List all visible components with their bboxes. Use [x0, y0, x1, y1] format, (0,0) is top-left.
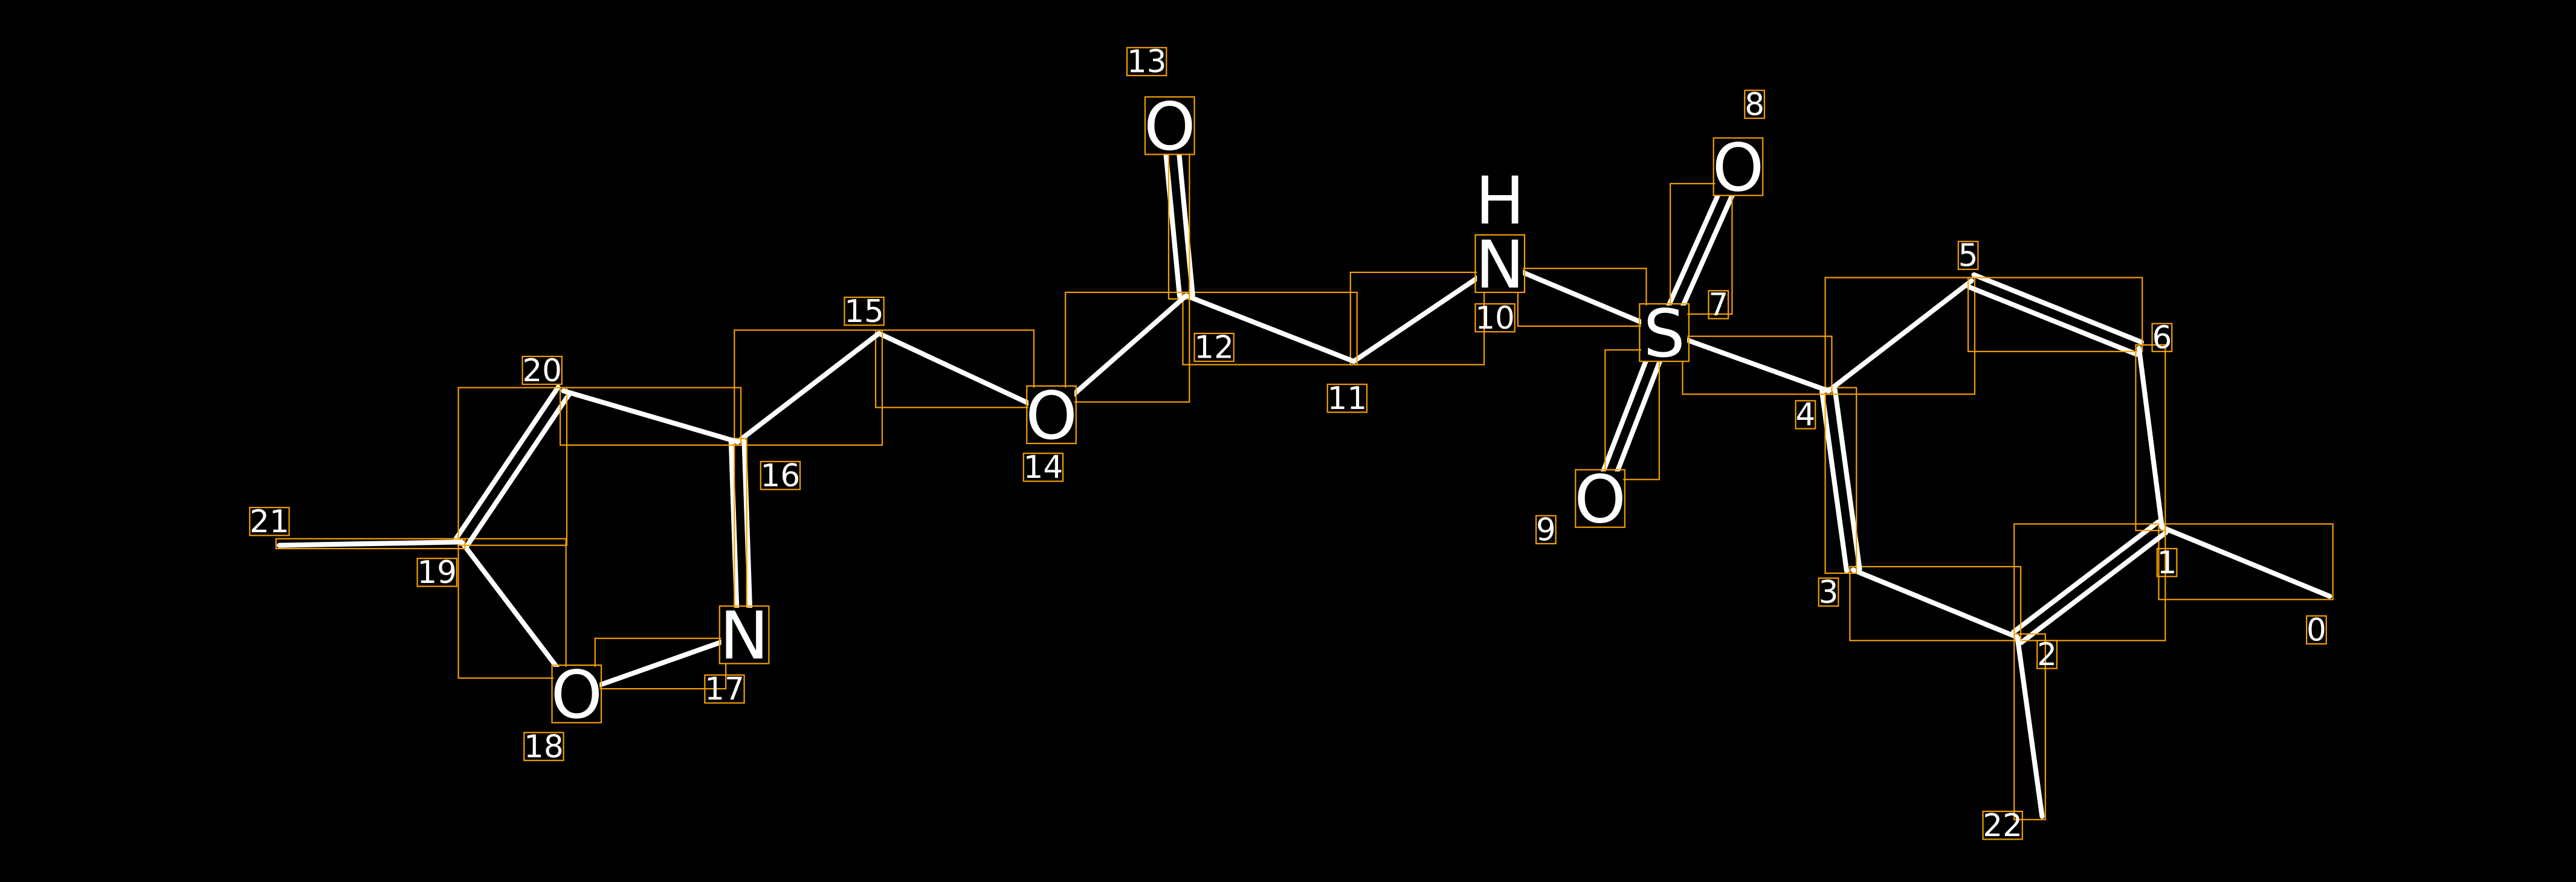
atom-index-label: 1	[2157, 545, 2177, 581]
atom-3: 3	[1818, 575, 1839, 611]
bond-box	[1349, 271, 1485, 365]
bond-box	[457, 538, 567, 679]
atom-index-label: 20	[522, 353, 562, 389]
atom-symbol: O	[1144, 88, 1196, 165]
atom-symbol: O	[1712, 129, 1764, 206]
atom-symbol: O	[1574, 462, 1626, 538]
bond-box	[1967, 277, 2143, 352]
atom-8: O8	[1712, 86, 1766, 206]
atom-13: O 13	[1126, 44, 1196, 165]
atom-1: 1	[2156, 545, 2178, 581]
atom-4: 4	[1795, 397, 1816, 433]
atom-19: 19	[416, 555, 457, 591]
atom-index-label: 22	[1983, 808, 2022, 844]
atom-symbol: S	[1644, 295, 1685, 372]
bond-7-8	[1665, 181, 1737, 316]
bond-4-7	[1682, 335, 1833, 395]
atom-index-label: 12	[1194, 330, 1234, 366]
atom-index-label: 6	[2152, 320, 2172, 356]
atom-21: 21	[249, 504, 290, 540]
atom-0: 0	[2306, 612, 2327, 648]
atom-hydrogen: H	[1475, 163, 1525, 239]
atom-symbol: O	[550, 657, 602, 733]
atom-index-label: 3	[1819, 575, 1839, 611]
atom-index-label: 18	[524, 729, 564, 765]
bonds-layer	[275, 144, 2334, 820]
bond-box	[2135, 344, 2166, 532]
bond-4-5	[1824, 277, 1976, 395]
atom-5: 5	[1957, 237, 1979, 274]
atom-15: 15	[844, 294, 885, 330]
bond-box	[1517, 268, 1647, 327]
atom-index-label: 5	[1958, 237, 1978, 274]
atom-17: N17	[704, 597, 770, 707]
atom-index-label: 15	[844, 294, 884, 330]
atom-index-label: 4	[1795, 397, 1815, 433]
bond-12-14	[1065, 291, 1190, 403]
atom-symbol: N	[1476, 227, 1525, 303]
bond-box	[1682, 335, 1833, 395]
atom-index-label: 13	[1127, 44, 1167, 80]
atom-index-label: 16	[761, 458, 801, 494]
atom-index-label: 17	[705, 671, 744, 707]
bond-box	[1065, 291, 1190, 403]
bond-0-1	[2158, 523, 2334, 600]
bond-box	[1824, 387, 1858, 574]
bond-box	[2158, 523, 2334, 600]
bond-3-4	[1819, 387, 1862, 574]
atom-index-label: 19	[417, 555, 457, 591]
bond-15-16	[734, 329, 883, 446]
atom-10: NH 10	[1474, 163, 1526, 336]
atom-index-label: 7	[1708, 287, 1728, 323]
bond-box	[457, 387, 568, 546]
bond-14-15	[875, 329, 1035, 408]
atom-11: 11	[1326, 381, 1368, 417]
bond-box	[2013, 523, 2166, 642]
bond-7-10	[1517, 268, 1647, 327]
bond-box	[1182, 291, 1358, 365]
atom-16: 16	[760, 458, 801, 494]
atom-18: O18	[523, 657, 602, 765]
atom-index-label: 9	[1536, 512, 1556, 548]
bond-19-21	[275, 538, 466, 550]
atom-index-label: 8	[1745, 86, 1764, 123]
atom-symbol: N	[720, 597, 769, 674]
bond-box	[1849, 565, 2022, 642]
bond-18-19	[457, 538, 567, 679]
atom-index-label: 11	[1328, 381, 1367, 417]
atom-22: 22	[1982, 808, 2023, 844]
bond-box	[875, 329, 1035, 408]
atom-9: O9	[1535, 462, 1626, 548]
bond-box	[560, 387, 742, 446]
bond-box	[1604, 349, 1660, 480]
atom-20: 20	[521, 353, 563, 389]
atom-symbol: O	[1025, 378, 1077, 454]
bond-box	[2013, 633, 2046, 820]
bond-12-13	[1163, 144, 1195, 300]
bond-box	[1670, 182, 1733, 315]
atom-2: 2	[2036, 637, 2058, 673]
bond-10-11	[1349, 271, 1485, 365]
bond-1-2	[2010, 520, 2169, 645]
atom-index-label: 0	[2306, 612, 2326, 648]
bond-box	[275, 538, 466, 550]
atom-12: 12	[1193, 330, 1235, 366]
bond-7-9	[1600, 348, 1665, 481]
bond-11-12	[1182, 291, 1358, 365]
atom-14: O14	[1022, 378, 1077, 486]
bond-16-17	[728, 437, 753, 615]
atom-index-label: 21	[250, 504, 289, 540]
bond-20-16	[560, 387, 742, 446]
bond-2-3	[1849, 565, 2022, 642]
bond-5-6	[1966, 272, 2144, 357]
bond-6-1	[2135, 344, 2166, 532]
atom-index-label: 2	[2037, 637, 2057, 673]
bond-2-22	[2013, 633, 2046, 820]
atom-6: 6	[2151, 320, 2173, 356]
atom-index-label: 14	[1024, 449, 1064, 486]
atom-index-label: 10	[1475, 300, 1515, 336]
bond-19-20	[453, 384, 572, 549]
